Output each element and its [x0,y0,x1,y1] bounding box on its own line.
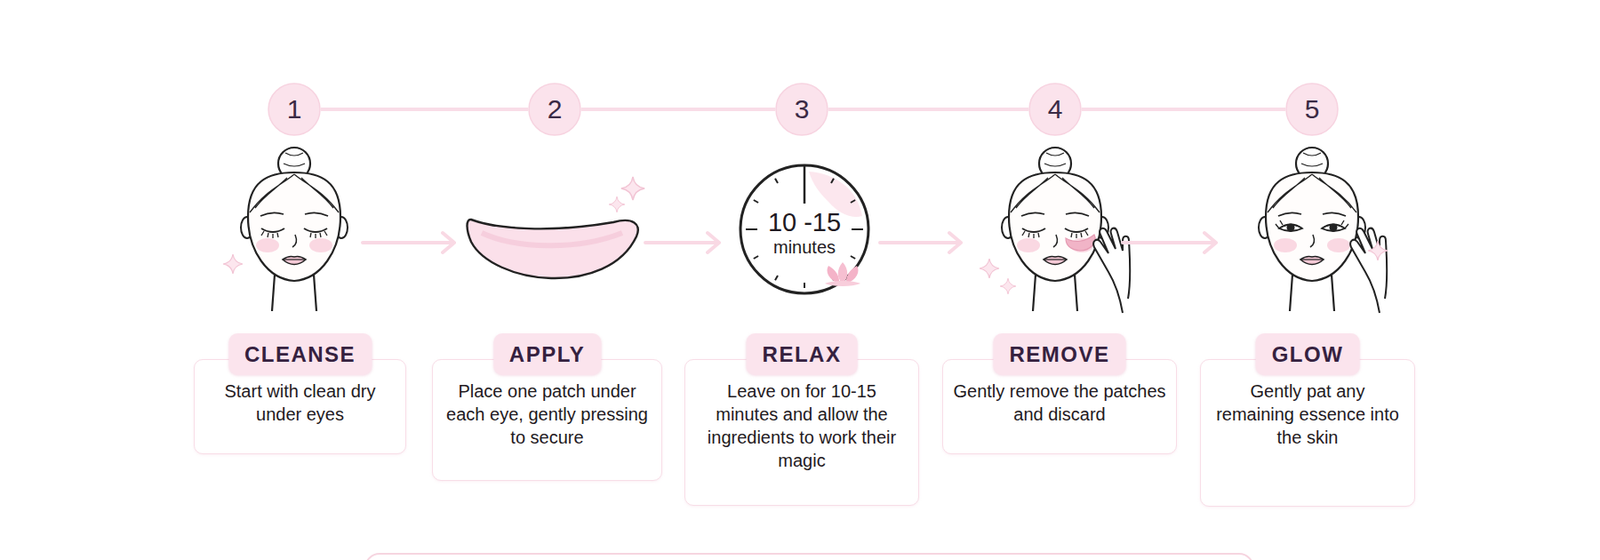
step-number: 3 [775,82,829,136]
step-number-text: 2 [547,94,563,125]
step-heading: REMOVE [992,333,1126,376]
clock-tick [753,200,759,203]
step-card: RELAXLeave on for 10-15 minutes and allo… [684,359,920,506]
sparkle [608,196,625,213]
step-heading: GLOW [1256,333,1360,376]
step-number: 4 [1028,82,1082,136]
step-description: Gently pat any remaining essence into th… [1209,379,1406,449]
circle-fill [268,83,320,136]
clock-tick [831,178,834,184]
circle-fill [1029,83,1081,136]
face-cleanse [240,147,348,312]
step-card: APPLYPlace one patch under each eye, gen… [432,359,663,481]
step-connector [320,109,528,111]
face-glow [1258,147,1387,313]
clock-tick [775,275,778,280]
step-description: Gently remove the patches and discard [952,379,1168,426]
circle-fill [1286,83,1338,136]
step-heading: CLEANSE [228,333,372,376]
connector-line [320,107,528,112]
clock-tick [745,228,758,231]
step-card: GLOWGently pat any remaining essence int… [1200,359,1416,507]
timer-text: minutes [773,237,836,257]
step-card: REMOVEGently remove the patches and disc… [942,359,1177,455]
lotus [824,262,861,287]
connector-line [828,107,1029,112]
clock-tick [753,256,759,259]
face-remove [1001,147,1130,313]
sparkle [1368,240,1388,261]
step-number-text: 5 [1304,94,1320,125]
clock-tick [850,200,856,203]
bottom-panel [365,553,1254,560]
step-number: 5 [1285,82,1339,136]
step-heading: APPLY [493,333,601,376]
connector-line [581,107,776,112]
step-card: CLEANSEStart with clean dry under eyes [193,359,407,455]
connector-line [1081,107,1286,112]
step-connector [581,109,776,111]
step-description: Leave on for 10-15 minutes and allow the… [694,379,910,472]
step-connector [828,109,1029,111]
sparkle [621,176,645,200]
step-number-text: 1 [287,94,303,125]
step-heading: RELAX [746,333,858,376]
sparkle [223,254,243,274]
sparkle [979,258,1000,279]
step-description: Start with clean dry under eyes [203,379,397,426]
step-connector [1081,109,1286,111]
clock-tick [803,282,806,288]
eye-patch [467,219,639,279]
circle-fill [528,83,581,136]
clock-rim [740,165,869,294]
step-description: Place one patch under each eye, gently p… [441,379,653,449]
timer-clock: 10 -15minutes [737,162,872,296]
clock-tick [851,228,864,231]
step-number: 2 [528,82,582,136]
clock-tick [850,256,856,259]
step-number-text: 4 [1048,94,1064,125]
timer-text: 10 -15 [768,208,841,238]
circle-fill [776,83,828,136]
clock-hand [803,166,807,204]
step-number: 1 [267,82,321,136]
clock-tick [775,178,778,184]
step-number-text: 3 [794,94,810,125]
sparkle [1000,278,1016,295]
